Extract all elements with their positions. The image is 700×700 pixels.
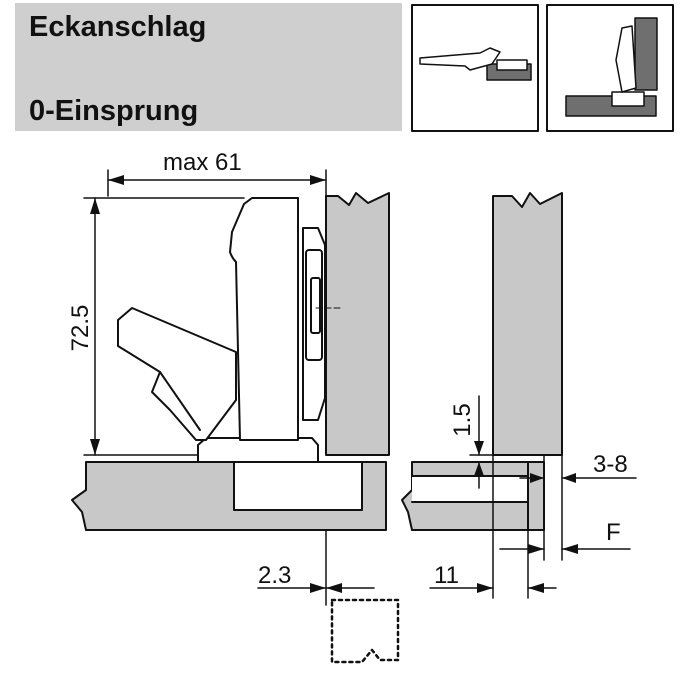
icon-open-hinge (546, 4, 674, 132)
dim-offset-c-label: 11 (434, 562, 459, 589)
hinge-link (117, 307, 237, 441)
dim-offset-c: 11 (429, 454, 557, 599)
dim-height: 72.5 (67, 197, 245, 456)
dim-height-label: 72.5 (67, 305, 94, 352)
side-panel-left (325, 192, 390, 456)
dotted-door-outline (330, 598, 400, 664)
dim-offset-a-label: 1.5 (449, 403, 476, 436)
dim-max-width: max 61 (107, 149, 327, 197)
dim-overlay-label: F (606, 519, 621, 546)
dim-overlay: F (499, 519, 631, 561)
page-subtitle: 0-Einsprung (29, 95, 199, 127)
dim-range-label: 3-8 (593, 451, 628, 478)
dim-offset-a: 1.5 (449, 395, 494, 489)
hinge-cup (233, 461, 363, 511)
icon-closed-hinge (411, 4, 539, 132)
dim-offset-b: 2.3 (257, 529, 375, 606)
dim-offset-b-label: 2.3 (258, 562, 291, 589)
hinge-base (197, 437, 319, 463)
side-panel-right (492, 192, 563, 456)
title-panel: Eckanschlag 0-Einsprung (15, 3, 402, 131)
hinge-arm (229, 197, 299, 441)
dim-max-width-label: max 61 (163, 149, 242, 176)
page-title: Eckanschlag (29, 11, 207, 43)
dim-range: 3-8 (519, 451, 637, 561)
